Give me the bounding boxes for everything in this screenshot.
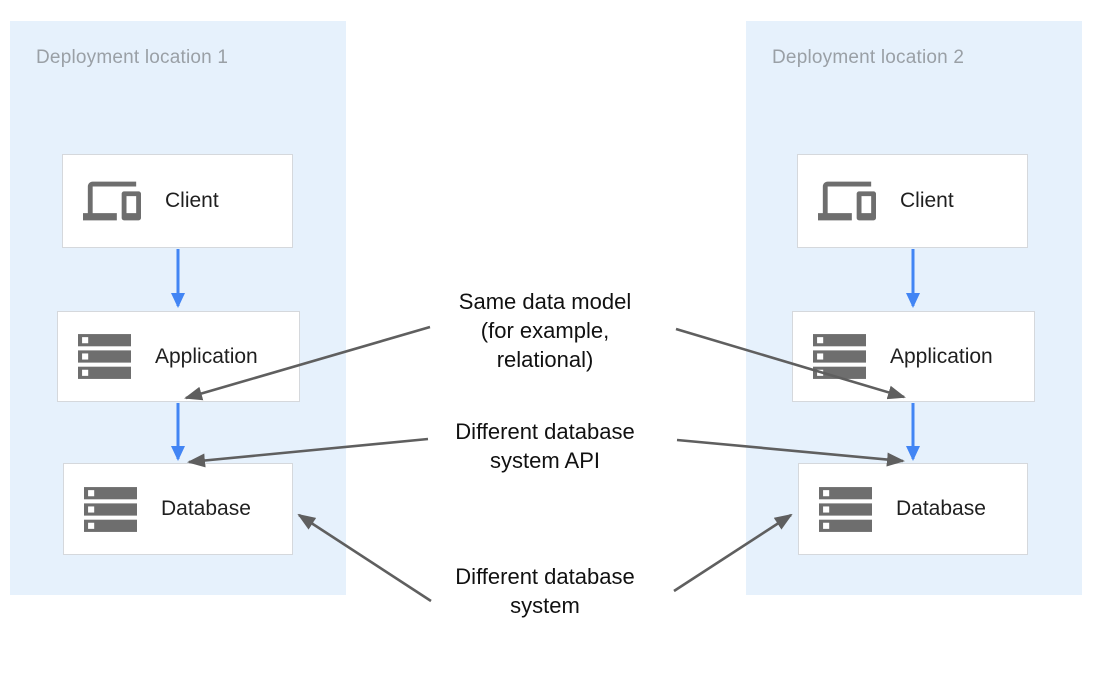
application-node-2-label: Application (890, 344, 993, 368)
client-node-1: Client (62, 154, 293, 248)
storage-icon (813, 334, 866, 379)
client-node-2-label: Client (900, 189, 954, 212)
database-node-2-label: Database (896, 497, 986, 520)
annotation-line: Different database (455, 419, 635, 444)
devices-icon (818, 172, 876, 230)
database-node-1-label: Database (161, 497, 251, 520)
annotation-line: relational) (496, 347, 594, 372)
annotation-same-data-model: Same data model (for example, relational… (415, 287, 675, 374)
annotation-line: (for example, (480, 318, 610, 343)
annotation-line: system (510, 593, 580, 618)
client-node-1-label: Client (165, 189, 219, 212)
storage-icon (819, 486, 872, 532)
annotation-different-db-api: Different database system API (415, 417, 675, 475)
database-node-2: Database (798, 463, 1028, 555)
storage-icon (84, 486, 137, 532)
annotation-line: system API (489, 448, 601, 473)
annotation-different-db-system: Different database system (415, 562, 675, 620)
application-node-2: Application (792, 311, 1035, 402)
storage-icon (78, 334, 131, 379)
database-node-1: Database (63, 463, 293, 555)
application-node-1: Application (57, 311, 300, 402)
deployment-location-2-title: Deployment location 2 (772, 47, 965, 68)
annotation-line: Same data model (458, 289, 632, 314)
client-node-2: Client (797, 154, 1028, 248)
annotation-line: Different database (455, 564, 635, 589)
devices-icon (83, 172, 141, 230)
deployment-location-1-title: Deployment location 1 (36, 47, 229, 68)
application-node-1-label: Application (155, 344, 258, 368)
